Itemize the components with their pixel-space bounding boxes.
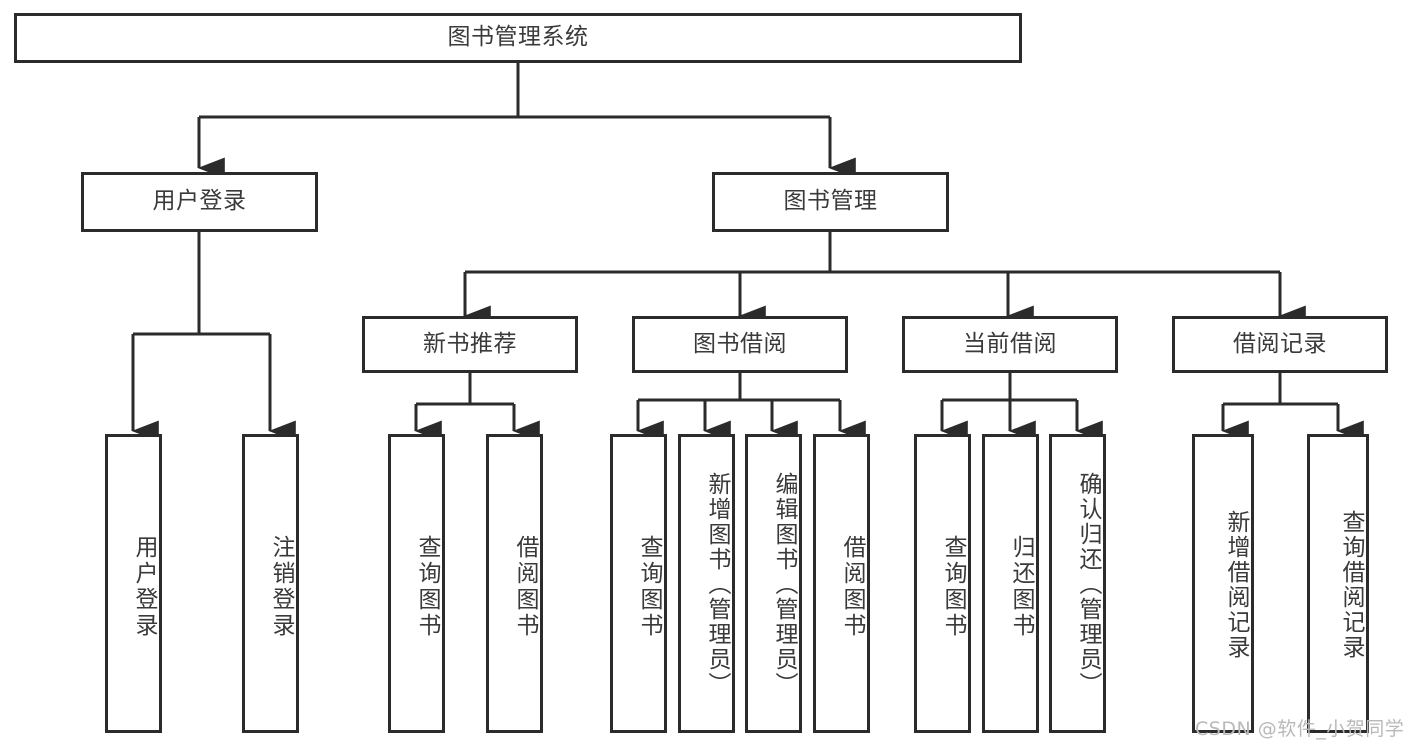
node-leaf-query-book-1[interactable]: 查询图书 xyxy=(388,434,445,733)
node-leaf-query-book-2[interactable]: 查询图书 xyxy=(610,434,667,733)
node-current-borrow[interactable]: 当前借阅 xyxy=(902,316,1118,373)
csdn-watermark: CSDN @软件_小贺同学 xyxy=(1195,718,1405,740)
node-leaf-borrow-book-1[interactable]: 借阅图书 xyxy=(486,434,543,733)
node-leaf-edit-book-label: 编辑图书（管理员） xyxy=(771,472,797,697)
node-borrow-record-label: 借阅记录 xyxy=(1233,330,1327,357)
node-book-borrow-label: 图书借阅 xyxy=(693,330,787,357)
node-new-book-recommend[interactable]: 新书推荐 xyxy=(362,316,578,373)
node-leaf-logout-login[interactable]: 注销登录 xyxy=(242,434,299,733)
node-leaf-return-book-label: 归还图书 xyxy=(1008,534,1034,639)
node-leaf-query-record[interactable]: 查询借阅记录 xyxy=(1307,434,1369,733)
node-leaf-return-book[interactable]: 归还图书 xyxy=(982,434,1039,733)
node-book-borrow[interactable]: 图书借阅 xyxy=(632,316,848,373)
node-leaf-add-book-label: 新增图书（管理员） xyxy=(704,472,730,697)
node-book-management[interactable]: 图书管理 xyxy=(712,172,949,232)
node-user-login-label: 用户登录 xyxy=(152,188,247,215)
node-leaf-logout-login-label: 注销登录 xyxy=(268,534,294,639)
node-leaf-user-login-label: 用户登录 xyxy=(131,534,157,639)
node-leaf-query-book-2-label: 查询图书 xyxy=(636,534,662,639)
node-new-book-recommend-label: 新书推荐 xyxy=(423,330,517,357)
node-user-login[interactable]: 用户登录 xyxy=(81,172,318,232)
node-leaf-confirm-return-label: 确认归还（管理员） xyxy=(1075,472,1101,697)
node-leaf-borrow-book-2[interactable]: 借阅图书 xyxy=(813,434,870,733)
node-leaf-add-book[interactable]: 新增图书（管理员） xyxy=(678,434,735,733)
node-leaf-query-record-label: 查询借阅记录 xyxy=(1338,509,1364,660)
node-book-management-label: 图书管理 xyxy=(783,188,878,215)
node-root[interactable]: 图书管理系统 xyxy=(14,13,1022,63)
node-leaf-edit-book[interactable]: 编辑图书（管理员） xyxy=(745,434,802,733)
node-leaf-user-login[interactable]: 用户登录 xyxy=(105,434,162,733)
node-leaf-borrow-book-1-label: 借阅图书 xyxy=(512,534,538,639)
node-borrow-record[interactable]: 借阅记录 xyxy=(1172,316,1388,373)
node-leaf-add-record[interactable]: 新增借阅记录 xyxy=(1192,434,1254,733)
node-current-borrow-label: 当前借阅 xyxy=(963,330,1057,357)
node-leaf-query-book-3[interactable]: 查询图书 xyxy=(914,434,971,733)
node-leaf-query-book-3-label: 查询图书 xyxy=(940,534,966,639)
node-leaf-confirm-return[interactable]: 确认归还（管理员） xyxy=(1049,434,1106,733)
node-leaf-query-book-1-label: 查询图书 xyxy=(414,534,440,639)
node-leaf-borrow-book-2-label: 借阅图书 xyxy=(839,534,865,639)
node-root-label: 图书管理系统 xyxy=(447,24,589,51)
node-leaf-add-record-label: 新增借阅记录 xyxy=(1223,509,1249,660)
